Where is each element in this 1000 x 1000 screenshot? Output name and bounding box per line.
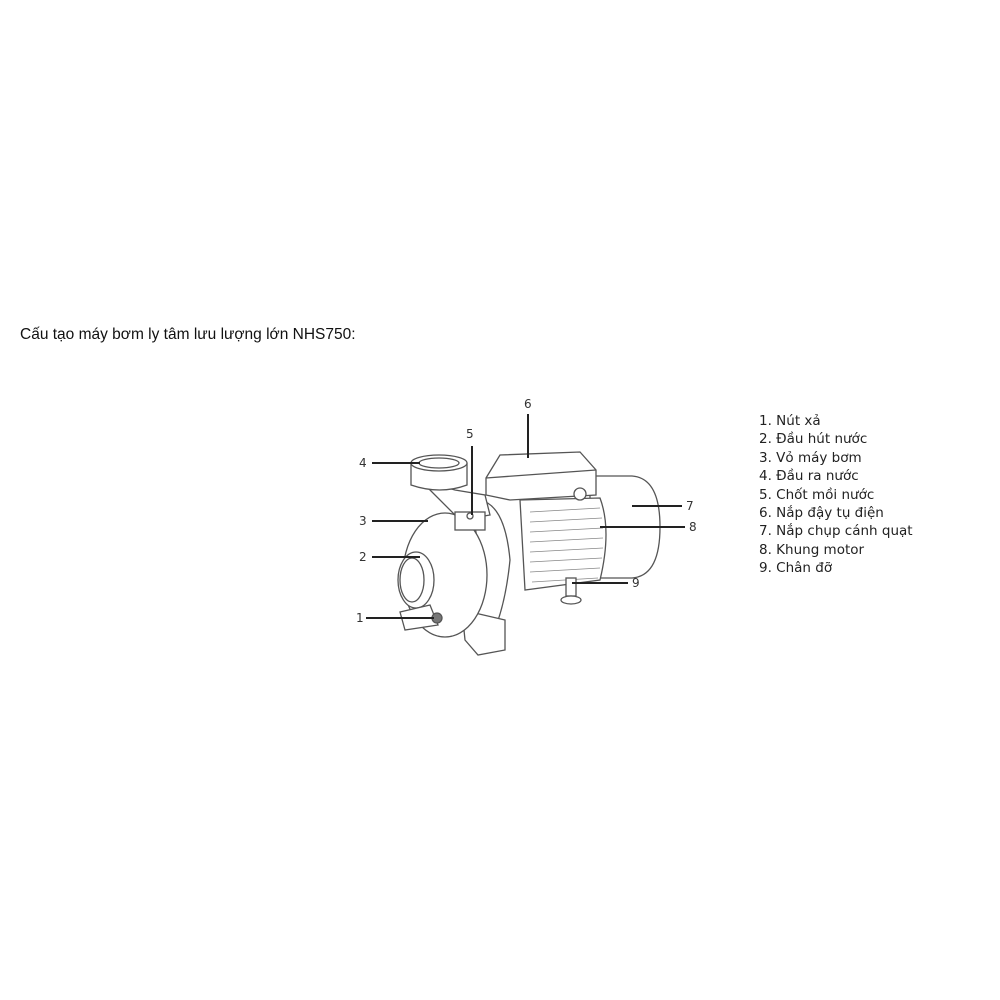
callout-2: 2 (359, 550, 367, 564)
callout-9: 9 (632, 576, 640, 590)
legend-item: 6. Nắp đậy tụ điện (759, 505, 884, 522)
callout-lines (366, 414, 685, 619)
legend-item: 1. Nút xả (759, 413, 821, 429)
pump-illustration (397, 451, 661, 656)
callout-3: 3 (359, 514, 367, 528)
callout-5: 5 (466, 427, 474, 441)
legend-item: 7. Nắp chụp cánh quạt (759, 523, 913, 540)
callout-4: 4 (359, 456, 367, 470)
callout-6: 6 (524, 397, 532, 411)
legend-item: 5. Chốt mồi nước (759, 486, 875, 503)
legend-item: 8. Khung motor (759, 541, 865, 558)
legend-item: 9. Chân đỡ (759, 560, 833, 577)
parts-legend: 1. Nút xả 2. Đầu hút nước 3. Vỏ máy bơm … (759, 412, 913, 578)
callout-1: 1 (356, 611, 364, 625)
page-title: Cấu tạo máy bơm ly tâm lưu lượng lớn NHS… (20, 326, 356, 343)
callout-8: 8 (689, 520, 697, 534)
legend-item: 3. Vỏ máy bơm (759, 449, 862, 466)
callout-7: 7 (686, 499, 694, 513)
legend-item: 4. Đầu ra nước (759, 468, 859, 485)
legend-item: 2. Đầu hút nước (759, 431, 868, 448)
